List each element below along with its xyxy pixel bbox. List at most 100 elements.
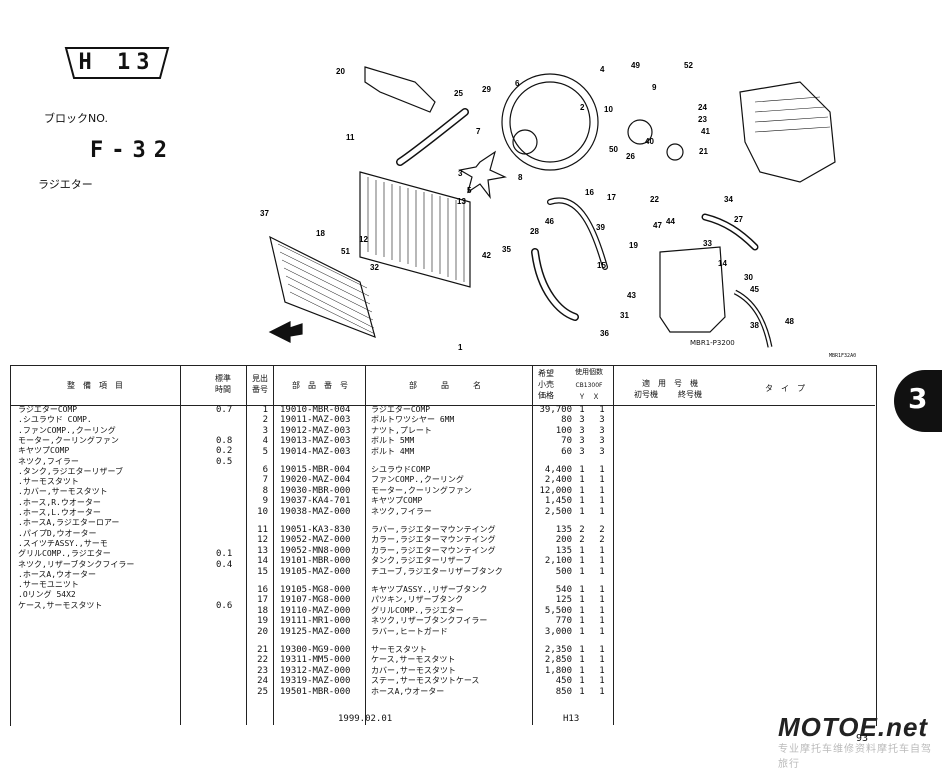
part-number: 19300-MG9-000 xyxy=(280,645,351,655)
qty-x: 3 xyxy=(599,446,605,457)
service-item-name: .Oリング 54X2 xyxy=(18,590,76,600)
part-price: 70 xyxy=(561,436,572,447)
fan-motor xyxy=(512,129,538,155)
callout-45: 45 xyxy=(750,285,759,294)
heat-guard xyxy=(364,66,436,113)
part-name: タンク,ラジエターリザーブ xyxy=(371,556,472,566)
front-arrow xyxy=(268,321,303,343)
qty-y: 1 xyxy=(579,585,585,595)
part-name: グリルCOMP.,ラジエター xyxy=(371,605,464,615)
qty-y: 1 xyxy=(579,665,585,676)
parts-table xyxy=(10,365,877,726)
qty-x: 1 xyxy=(599,496,605,507)
qty-x: 1 xyxy=(599,655,605,666)
fig-no: 3 xyxy=(262,425,268,436)
callout-7: 7 xyxy=(476,127,481,136)
callout-46: 46 xyxy=(545,217,554,226)
service-item-name: ネツク,フイラー xyxy=(18,456,79,466)
callout-43: 43 xyxy=(627,291,636,300)
qty-x: 3 xyxy=(599,415,605,426)
part-price: 80 xyxy=(561,415,572,426)
callout-28: 28 xyxy=(530,227,539,236)
part-price: 3,000 xyxy=(544,626,572,637)
part-name: カラー,ラジエターマウンテイング xyxy=(371,545,496,555)
part-name: ボルト 5MM xyxy=(371,436,415,446)
qty-x: 1 xyxy=(599,595,605,606)
service-item-name: .ホース,L.ウオーター xyxy=(18,508,101,517)
part-name: カラー,ラジエターマウンテイング xyxy=(371,535,496,545)
callout-50: 50 xyxy=(609,145,618,154)
part-number: 19501-MBR-000 xyxy=(280,686,351,697)
callout-42: 42 xyxy=(482,251,491,260)
callout-25: 25 xyxy=(454,89,463,98)
part-name: サーモスタツト xyxy=(371,645,427,654)
callout-40: 40 xyxy=(645,137,654,146)
callout-22: 22 xyxy=(650,195,659,204)
leader-dots xyxy=(100,446,200,456)
figure-code: F-32 xyxy=(90,138,175,163)
qty-x: 2 xyxy=(599,535,605,546)
service-item-name: .パイプD,ウオーター xyxy=(18,528,97,538)
callout-34: 34 xyxy=(724,195,733,204)
section-tab: 3 xyxy=(894,370,942,432)
part-number: 19105-MG8-000 xyxy=(280,585,351,595)
callout-4: 4 xyxy=(600,65,605,74)
part-name: モーター,クーリングファン xyxy=(371,485,472,495)
qty-x: 1 xyxy=(599,585,605,595)
part-price: 1,450 xyxy=(544,496,572,507)
fig-no: 25 xyxy=(257,686,268,697)
part-number: 19037-KA4-701 xyxy=(280,496,351,507)
callout-35: 35 xyxy=(502,245,511,254)
qty-x: 1 xyxy=(599,626,605,637)
th-service-item: 整 備 項 目 xyxy=(67,381,123,390)
part-number: 19020-MAZ-004 xyxy=(280,475,351,486)
part-number: 19038-MAZ-000 xyxy=(280,506,351,517)
qty-y: 1 xyxy=(579,616,585,627)
part-name: ホースA,ウオーター xyxy=(371,686,445,696)
qty-y: 3 xyxy=(579,436,585,447)
col-divider-6 xyxy=(613,365,614,725)
qty-y: 1 xyxy=(579,465,585,475)
qty-y: 1 xyxy=(579,605,585,616)
qty-y: 1 xyxy=(579,626,585,637)
diagram-code: MBR1F32A0 xyxy=(829,353,857,359)
qty-y: 1 xyxy=(579,496,585,507)
qty-x: 1 xyxy=(599,645,605,655)
callout-41: 41 xyxy=(701,127,710,136)
part-name: チユーブ,ラジエターリザーブタンク xyxy=(371,566,503,576)
qty-y: 1 xyxy=(579,545,585,556)
service-item-time: 0.4 xyxy=(216,559,233,570)
footer-date: 1999.02.01 xyxy=(338,714,393,724)
part-number: 19014-MAZ-003 xyxy=(280,446,351,457)
qty-y: 1 xyxy=(579,506,585,517)
part-price: 135 xyxy=(555,525,572,535)
part-number: 19101-MBR-000 xyxy=(280,556,351,567)
part-name: ケース,サーモスタツト xyxy=(371,655,456,665)
qty-y: 1 xyxy=(579,645,585,655)
callout-3: 3 xyxy=(458,169,463,178)
fig-no: 6 xyxy=(262,465,268,475)
qty-x: 1 xyxy=(599,556,605,567)
col-divider-1 xyxy=(180,365,181,725)
part-number: 19312-MAZ-000 xyxy=(280,665,351,676)
part-number: 19030-MBR-000 xyxy=(280,485,351,496)
part-number: 19105-MAZ-000 xyxy=(280,566,351,577)
service-item-name: .サーモユニツト xyxy=(18,580,79,590)
service-item-name: .シユラウド COMP. xyxy=(18,415,92,425)
service-item-name: キヤツプCOMP xyxy=(18,446,70,456)
callout-37: 37 xyxy=(260,209,269,218)
fig-no: 8 xyxy=(262,485,268,496)
callout-23: 23 xyxy=(698,115,707,124)
callout-26: 26 xyxy=(626,152,635,161)
qty-y: 3 xyxy=(579,425,585,436)
part-name: カバー,サーモスタツト xyxy=(371,665,456,675)
callout-14: 14 xyxy=(718,259,727,268)
service-item-name: モーター,クーリングファン xyxy=(18,435,119,445)
footer-code: H13 xyxy=(563,714,580,724)
col-divider-4 xyxy=(365,365,366,725)
qty-y: 1 xyxy=(579,556,585,567)
callout-38: 38 xyxy=(750,321,759,330)
part-price: 770 xyxy=(555,616,572,627)
callout-15: 15 xyxy=(597,261,606,270)
qty-x: 1 xyxy=(599,686,605,697)
